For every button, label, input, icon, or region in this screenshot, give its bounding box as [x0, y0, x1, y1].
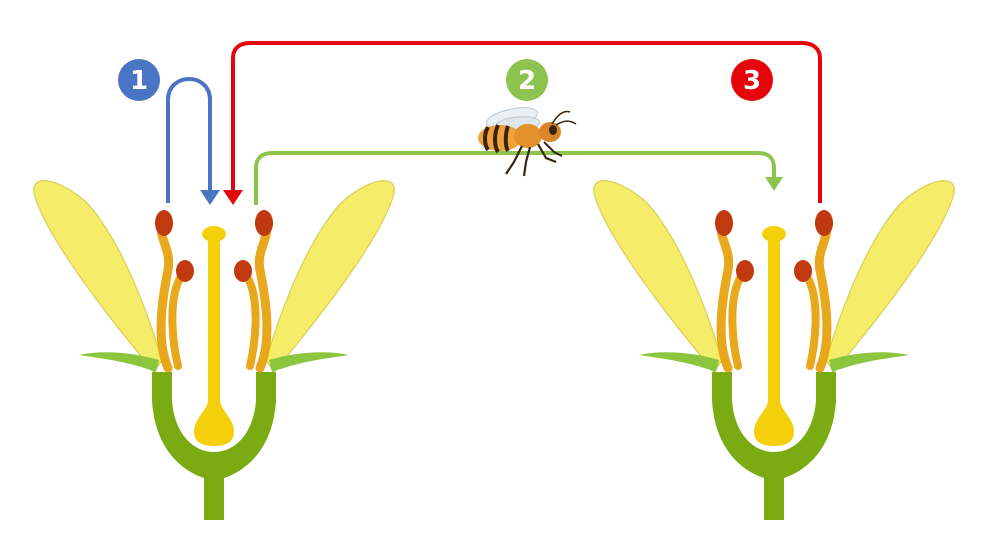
arrow-3-cross-pollination: [231, 41, 822, 203]
step-badge-3: 3: [731, 59, 773, 101]
arrow-2-head: [765, 177, 783, 191]
step-number-2: 2: [518, 66, 536, 96]
arrow-2-insect-pollination: [254, 151, 776, 205]
bee-icon: [478, 107, 577, 177]
step-badge-1: 1: [118, 59, 160, 101]
arrow-3-head: [223, 190, 243, 205]
arrow-1-head: [200, 190, 220, 205]
step-number-1: 1: [130, 66, 148, 96]
step-badge-2: 2: [506, 59, 548, 101]
flower-left: [34, 181, 394, 520]
flower-right: [594, 181, 954, 520]
flower-icon: [34, 181, 394, 520]
step-number-3: 3: [743, 66, 761, 96]
flower-icon: [594, 181, 954, 520]
arrow-1-self-pollination: [166, 77, 212, 203]
